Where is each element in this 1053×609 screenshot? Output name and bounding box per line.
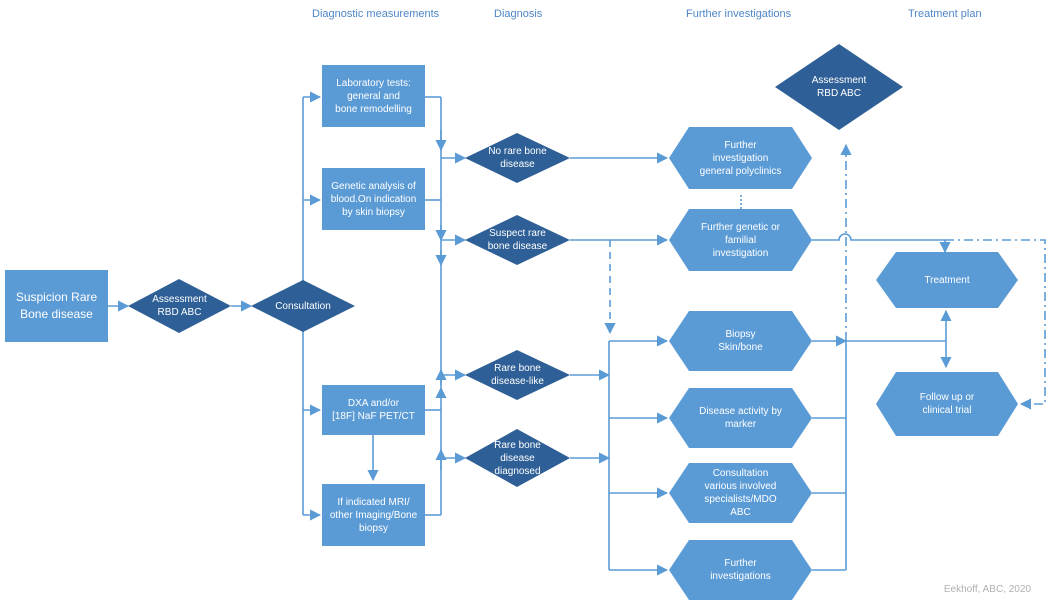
consultation-diamond: [251, 280, 355, 332]
no-rare-diamond: [465, 133, 570, 183]
no-rare-label: No rare bone disease: [488, 146, 547, 170]
consultation-specialists-label: Consultation various involved specialist…: [704, 468, 777, 518]
further-investigations-label: Further investigations: [710, 558, 771, 582]
dxa-label: DXA and/or [18F] NaF PET/CT: [332, 398, 415, 422]
dxa-box: [322, 385, 425, 435]
mri-label: If indicated MRI/ other Imaging/Bone bio…: [329, 496, 418, 534]
disease-activity-label: Disease activity by marker: [699, 406, 782, 430]
disease-activity-hexagon: [669, 388, 812, 448]
further-general-label: Further investigation general polyclinic…: [699, 139, 782, 177]
credit-text: Eekhoff, ABC, 2020: [943, 584, 1031, 595]
rare-diagnosed-label: Rare bone disease diagnosed: [494, 439, 541, 477]
suspect-rare-label: Suspect rare bone disease: [487, 228, 548, 252]
further-genetic-hexagon: [669, 209, 812, 271]
further-general-hexagon: [669, 127, 812, 189]
genetic-analysis-box: [322, 168, 425, 230]
lab-tests-box: [322, 65, 425, 127]
genetic-analysis-label: Genetic analysis of blood.On indication …: [330, 180, 417, 218]
consultation-specialists-hexagon: [669, 463, 812, 523]
header-further-investigations: Further investigations: [686, 8, 792, 20]
assessment-right-diamond: [775, 44, 903, 130]
rare-like-diamond: [465, 350, 570, 400]
biopsy-label: Biopsy Skin/bone: [718, 329, 763, 353]
further-investigations-hexagon: [669, 540, 812, 600]
rare-like-label: Rare bone disease-like: [491, 363, 544, 387]
follow-up-hexagon: [876, 372, 1018, 436]
follow-up-label: Follow up or clinical trial: [919, 392, 975, 416]
header-diagnostic-measurements: Diagnostic measurements: [312, 8, 440, 20]
mri-box: [322, 484, 425, 546]
shapes: [5, 44, 1018, 600]
assessment-right-label: Assessment RBD ABC: [811, 75, 867, 99]
suspicion-box: [5, 270, 108, 342]
header-treatment-plan: Treatment plan: [908, 8, 982, 20]
arrow-genetic-to-treatment: [812, 233, 951, 254]
connectors: [108, 91, 1046, 576]
treatment-hexagon: [876, 252, 1018, 308]
treatment-label: Treatment: [924, 274, 970, 286]
header-diagnosis: Diagnosis: [494, 8, 543, 20]
biopsy-hexagon: [669, 311, 812, 371]
rare-diagnosed-diamond: [465, 429, 570, 487]
suspect-rare-diamond: [465, 215, 570, 265]
consultation-label: Consultation: [275, 300, 331, 312]
further-genetic-label: Further genetic or familial investigatio…: [701, 221, 780, 259]
assessment-left-label: Assessment RBD ABC: [152, 294, 207, 318]
lab-tests-label: Laboratory tests: general and bone remod…: [335, 77, 412, 115]
suspicion-label: Suspicion Rare Bone disease: [15, 290, 98, 321]
assessment-left-diamond: [128, 279, 231, 333]
